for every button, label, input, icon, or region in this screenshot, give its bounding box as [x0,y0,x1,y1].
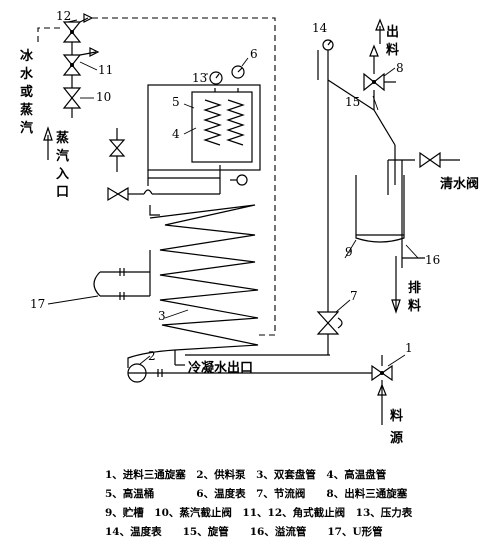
label-10: 10 [96,90,111,104]
label-17: 17 [30,297,45,311]
label-7: 7 [350,289,358,303]
drain-char-2: 料 [408,298,421,314]
ice-water-or-steam-char-5: 汽 [20,120,33,136]
pressure-gauge [209,71,223,85]
steam-inlet-char-4: 口 [56,185,69,200]
clear-water-valve-label: 清水阀 [440,176,479,192]
ice-water-or-steam-char-4: 蒸 [20,102,33,118]
legend-line-4: 14、温度表 15、旋管 16、溢流管 17、U形管 [105,525,383,538]
steam-inlet-valve [107,186,129,202]
product-out-char-1: 出 [386,24,399,40]
feed-pump [127,363,147,383]
storage-tank [355,175,405,243]
feed-source-char-2: 源 [390,430,403,446]
valve-12 [62,21,82,43]
high-temp-coil [203,99,245,146]
label-14: 14 [312,21,328,35]
steam-inlet-char-3: 入 [56,167,69,182]
legend-line-2: 5、高温桶 6、温度表 7、节流阀 8、出料三通旋塞 [105,487,408,500]
label-9: 9 [345,245,353,259]
label-4: 4 [172,127,180,141]
u-tube [93,250,151,300]
ice-water-or-steam-char-1: 冰 [20,48,34,64]
label-3: 3 [158,309,166,323]
feed-source-char-1: 料 [390,408,403,424]
ice-water-or-steam-char-3: 或 [20,84,33,100]
label-8: 8 [396,61,404,75]
label-16: 16 [425,253,440,267]
inlet-three-way-valve [371,364,393,382]
valve-10 [62,87,82,109]
label-2: 2 [148,349,156,363]
steam-inlet-char-2: 汽 [56,148,69,164]
label-11: 11 [98,63,113,77]
label-1: 1 [405,341,413,355]
label-6: 6 [250,47,258,61]
steam-valve [108,128,126,157]
steam-inlet-char-1: 蒸 [56,130,69,146]
legend-line-1: 1、进料三通旋塞 2、供料泵 3、双套盘管 4、高温盘管 [105,468,387,481]
temperature-gauge [322,39,334,51]
legend-line-3: 9、贮槽 10、蒸汽截止阀 11、12、角式截止阀 13、压力表 [105,506,413,519]
ice-water-dashed-line [37,27,60,45]
thermometer-gauge [231,65,245,79]
ice-water-or-steam-char-2: 水 [20,66,34,82]
condensate-outlet-label: 冷凝水出口 [188,360,253,376]
spiral-pipe [373,109,396,146]
label-15: 15 [345,95,360,109]
high-temp-tank [191,91,253,163]
label-13: 13 [192,71,207,85]
label-5: 5 [172,95,180,109]
double-jacket-coil [149,204,259,351]
label-12: 12 [56,9,71,23]
product-out-char-2: 料 [386,42,399,58]
throttle-valve [316,311,343,335]
valve-11 [62,54,82,76]
outlet-three-way-valve [363,72,385,92]
drain-char-1: 排 [408,280,421,296]
legend: 1、进料三通旋塞 2、供料泵 3、双套盘管 4、高温盘管 5、高温桶 6、温度表… [105,468,413,538]
clear-water-valve [419,151,441,169]
